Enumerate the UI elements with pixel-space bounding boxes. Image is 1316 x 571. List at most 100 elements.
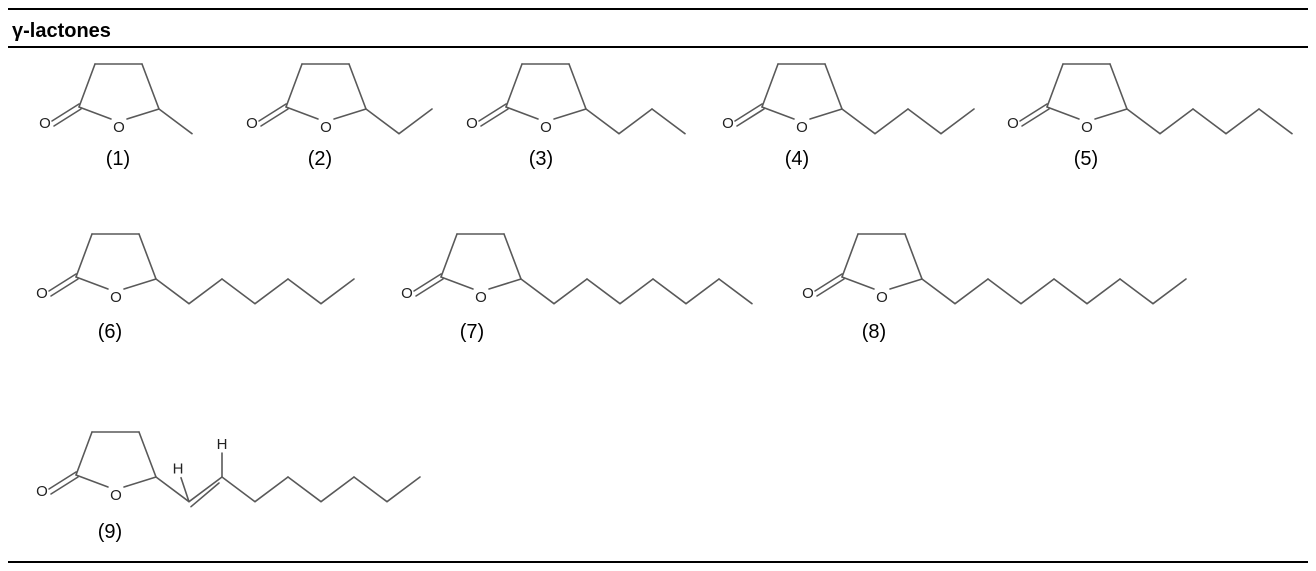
compound-label: (4) xyxy=(785,148,809,170)
chain-bond xyxy=(287,278,322,305)
section-title: γ-lactones xyxy=(12,20,111,42)
compound-7: O O (7) xyxy=(401,233,753,343)
ring-bond xyxy=(503,233,522,280)
chain-bond xyxy=(651,108,686,135)
compound-3: O O (3) xyxy=(466,63,686,170)
chain-bond xyxy=(155,278,190,305)
ring-oxygen-label: O xyxy=(475,289,487,306)
chain-bond xyxy=(585,108,620,135)
chain-bond xyxy=(254,278,289,305)
chain-bond xyxy=(553,278,588,305)
carbonyl-double-bond xyxy=(51,103,80,122)
ring-bond xyxy=(824,63,843,110)
ring-bond xyxy=(505,63,523,108)
chain-bond xyxy=(1086,278,1121,305)
carbonyl-oxygen-label: O xyxy=(36,483,48,500)
ring-bond xyxy=(1046,106,1080,120)
carbonyl-double-bond xyxy=(413,273,442,292)
ring-bond xyxy=(440,276,474,290)
compound-9: O O H H (9) xyxy=(36,431,421,543)
chain-double-bond xyxy=(190,482,220,508)
table-top-rule xyxy=(8,8,1308,10)
carbonyl-oxygen-label: O xyxy=(36,285,48,302)
chain-bond xyxy=(987,278,1022,305)
ring-bond xyxy=(138,233,157,280)
chain-bond xyxy=(287,476,322,503)
carbonyl-double-bond xyxy=(478,103,507,122)
chain-bond xyxy=(954,278,989,305)
carbonyl-double-bond xyxy=(53,108,82,127)
chain-bond xyxy=(718,278,753,305)
chain-bond xyxy=(254,476,289,503)
chain-bond xyxy=(320,278,355,305)
ring-bond xyxy=(123,476,157,488)
ring-oxygen-label: O xyxy=(540,119,552,136)
ring-bond xyxy=(141,63,160,110)
chain-bond xyxy=(398,108,433,135)
carbonyl-double-bond xyxy=(258,103,287,122)
chain-bond xyxy=(221,278,256,305)
carbonyl-oxygen-label: O xyxy=(401,285,413,302)
chain-bond xyxy=(618,108,653,135)
carbonyl-oxygen-label: O xyxy=(246,115,258,132)
ring-bond xyxy=(75,431,93,476)
carbonyl-oxygen-label: O xyxy=(722,115,734,132)
hydrogen-bond xyxy=(180,476,190,503)
ring-bond xyxy=(75,276,109,290)
table-header-rule xyxy=(8,46,1308,48)
hydrogen-label: H xyxy=(173,461,184,478)
ring-bond xyxy=(809,108,843,120)
carbonyl-double-bond xyxy=(48,471,77,490)
chain-bond xyxy=(320,476,355,503)
ring-oxygen-label: O xyxy=(113,119,125,136)
ring-bond xyxy=(904,233,923,280)
carbonyl-double-bond xyxy=(734,103,763,122)
hydrogen-label: H xyxy=(217,436,228,453)
chain-bond xyxy=(1192,108,1227,135)
chain-bond xyxy=(1258,108,1293,135)
ring-bond xyxy=(553,108,587,120)
chain-bond xyxy=(1053,278,1088,305)
ring-bond xyxy=(75,233,93,278)
compound-label: (7) xyxy=(460,321,484,343)
ring-bond xyxy=(123,278,157,290)
carbonyl-double-bond xyxy=(50,476,79,495)
compound-4: O O (4) xyxy=(722,63,975,170)
carbonyl-oxygen-label: O xyxy=(1007,115,1019,132)
ring-bond xyxy=(1094,108,1128,120)
chain-bond xyxy=(353,476,388,503)
chain-bond xyxy=(586,278,621,305)
carbonyl-double-bond xyxy=(50,278,79,297)
chain-bond xyxy=(1159,108,1194,135)
ring-oxygen-label: O xyxy=(110,487,122,504)
ring-bond xyxy=(78,63,96,108)
ring-bond xyxy=(761,63,779,108)
compound-label: (3) xyxy=(529,148,553,170)
ring-bond xyxy=(841,276,875,290)
ring-oxygen-label: O xyxy=(110,289,122,306)
carbonyl-double-bond xyxy=(415,278,444,297)
ring-oxygen-label: O xyxy=(876,289,888,306)
compound-label: (8) xyxy=(862,321,886,343)
compound-label: (9) xyxy=(98,521,122,543)
carbonyl-oxygen-label: O xyxy=(466,115,478,132)
chain-bond xyxy=(1152,278,1187,305)
chain-bond xyxy=(940,108,975,135)
carbonyl-double-bond xyxy=(48,273,77,292)
ring-oxygen-label: O xyxy=(796,119,808,136)
carbonyl-double-bond xyxy=(736,108,765,127)
chain-bond xyxy=(520,278,555,305)
chain-bond xyxy=(921,278,956,305)
ring-bond xyxy=(488,278,522,290)
chain-bond xyxy=(1225,108,1260,135)
chain-bond xyxy=(188,278,223,305)
chain-bond xyxy=(685,278,720,305)
chain-bond xyxy=(1119,278,1154,305)
ring-bond xyxy=(841,233,859,278)
ring-bond xyxy=(440,233,458,278)
